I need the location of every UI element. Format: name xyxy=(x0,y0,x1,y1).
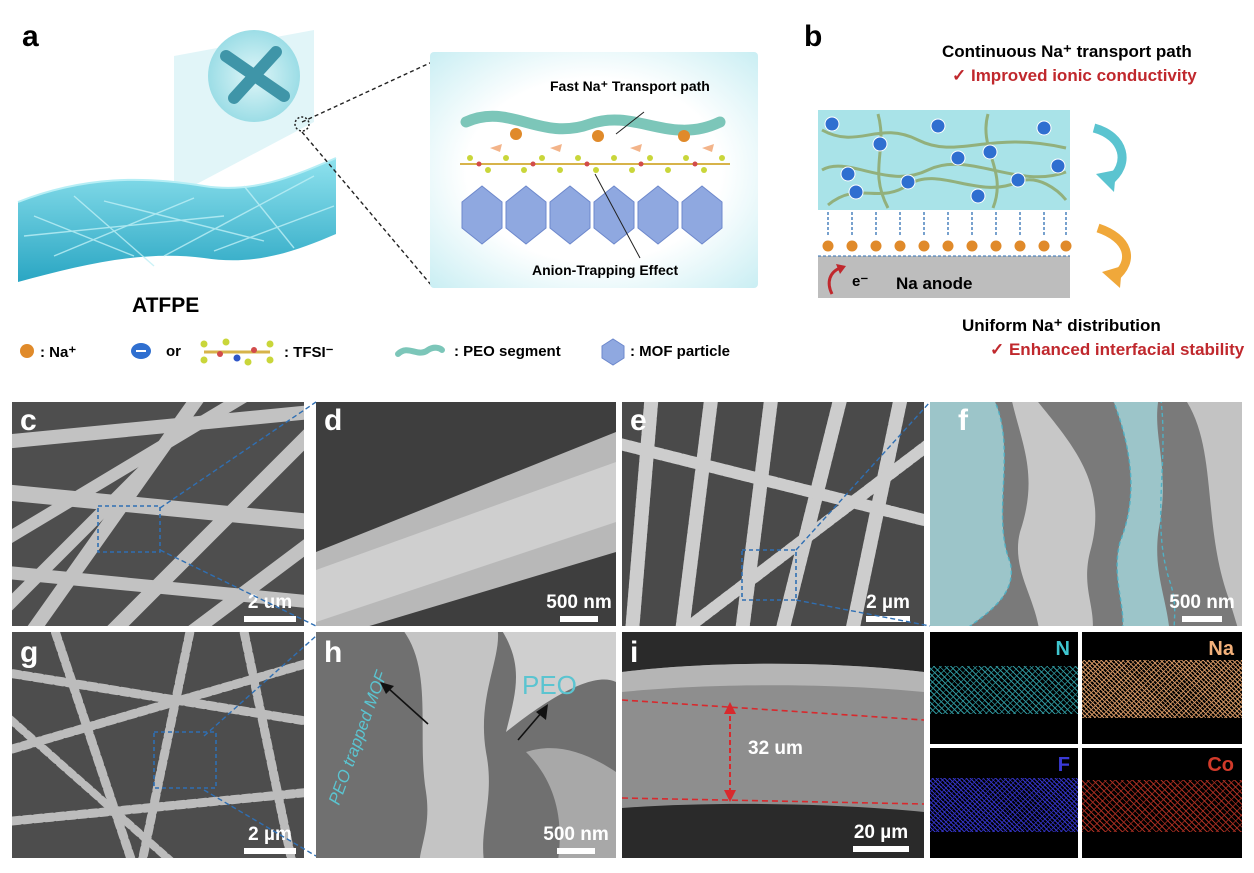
legend-na: : Na⁺ xyxy=(40,344,77,361)
scale-bar-e-label: 2 µm xyxy=(866,592,910,613)
legend-tfsi: : TFSI⁻ xyxy=(284,344,334,361)
sem-image-g: g 2 µm xyxy=(12,632,304,858)
scale-bar-h-label: 500 nm xyxy=(543,824,609,845)
panel-label-d: d xyxy=(324,404,343,437)
sem-zoom-lines-g xyxy=(203,635,317,857)
scale-bar-i: 20 µm xyxy=(848,822,914,852)
eds-band-n xyxy=(930,666,1078,714)
sem-image-e: e 2 µm xyxy=(622,402,924,626)
panel-label-c: c xyxy=(20,404,37,437)
scale-bar-d-label: 500 nm xyxy=(546,592,612,613)
eds-band-na xyxy=(1082,660,1242,718)
legend-mof: : MOF particle xyxy=(630,343,731,360)
inset-schematic xyxy=(460,110,730,259)
sem-image-i: i 32 um 20 µm xyxy=(622,632,924,858)
anion-trapping-label: Anion-Trapping Effect xyxy=(532,262,679,278)
panel-label-a: a xyxy=(22,20,39,53)
annotation-arrows xyxy=(380,682,548,741)
scale-bar-c-label: 2 um xyxy=(247,592,293,613)
panel-label-e: e xyxy=(630,404,647,437)
panel-label-f: f xyxy=(958,404,968,437)
mof-particle-icon xyxy=(601,338,625,366)
sem-image-f: f 500 nm xyxy=(930,402,1242,626)
sem-image-h: h PEO trapped MOF PEO 500 nm xyxy=(316,632,616,858)
thickness-annotation: 32 um xyxy=(748,738,803,759)
eds-map-n: N xyxy=(930,632,1078,744)
electron-label: e⁻ xyxy=(852,273,869,290)
peo-segment-icon xyxy=(395,344,445,357)
eds-band-f xyxy=(930,778,1078,832)
electrolyte-anode-schematic xyxy=(818,110,1131,298)
eds-label-na: Na xyxy=(1208,638,1234,660)
fast-na-transport-label: Fast Na⁺ Transport path xyxy=(550,78,710,94)
eds-label-co: Co xyxy=(1207,754,1234,776)
sem-image-d: d 500 nm xyxy=(316,402,616,626)
sem-zoom-lines xyxy=(159,401,931,627)
panel-b-top-benefit: ✓ Improved ionic conductivity xyxy=(952,66,1197,85)
eds-band-co xyxy=(1082,780,1242,832)
eds-map-f: F xyxy=(930,748,1078,858)
panel-label-b: b xyxy=(804,20,823,53)
tfsi-molecule-icon xyxy=(200,338,274,366)
atfpe-membrane-illustration xyxy=(17,30,337,282)
scale-bar-c: 2 um xyxy=(242,592,298,622)
scale-bar-i-label: 20 µm xyxy=(853,822,909,843)
legend-peo: : PEO segment xyxy=(454,343,561,360)
panel-b-bottom-benefit: ✓ Enhanced interfacial stability xyxy=(990,340,1245,359)
scale-bar-f: 500 nm xyxy=(1166,592,1238,622)
panel-b-bottom-title: Uniform Na⁺ distribution xyxy=(962,316,1161,335)
eds-label-n: N xyxy=(1055,638,1070,660)
eds-map-co: Co xyxy=(1082,748,1242,858)
na-anode-label: Na anode xyxy=(896,274,973,293)
scale-bar-e: 2 µm xyxy=(858,592,918,622)
atfpe-label: ATFPE xyxy=(132,294,200,317)
eds-map-na: Na xyxy=(1082,632,1242,744)
sem-image-c: c 2 um xyxy=(12,402,304,626)
panel-b-top-title: Continuous Na⁺ transport path xyxy=(942,42,1192,61)
scale-bar-h: 500 nm xyxy=(540,824,612,854)
panel-label-g: g xyxy=(20,636,39,669)
zoom-connector-lines xyxy=(301,61,433,287)
legend: : Na⁺ or : TFSI⁻ : PEO segment : MOF par… xyxy=(18,334,778,370)
anion-trapping-inset: Fast Na⁺ Transport path xyxy=(430,52,758,288)
scale-bar-g-label: 2 µm xyxy=(248,824,292,845)
na-ion-icon xyxy=(20,344,34,358)
peo-annotation: PEO xyxy=(522,670,577,700)
panel-label-h: h xyxy=(324,636,343,669)
scale-bar-f-label: 500 nm xyxy=(1169,592,1235,613)
legend-or: or xyxy=(166,343,181,360)
eds-label-f: F xyxy=(1057,754,1070,776)
panel-label-i: i xyxy=(630,636,639,669)
anion-icon xyxy=(131,343,151,359)
scale-bar-d: 500 nm xyxy=(544,592,614,622)
scale-bar-g: 2 µm xyxy=(240,824,300,854)
